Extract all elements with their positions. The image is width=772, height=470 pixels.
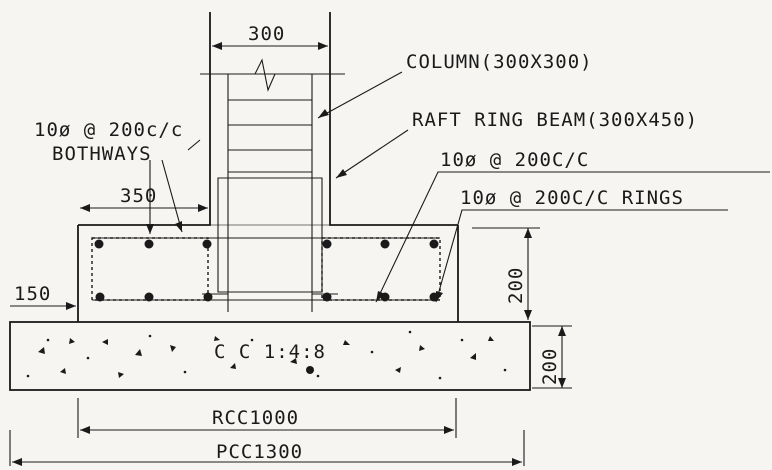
column-longitudinal-bars (227, 74, 313, 312)
leader-column (317, 71, 403, 119)
leader-ring-beam (335, 129, 409, 179)
pcc-mix-label: C C 1:4:8 (214, 341, 326, 363)
column-ties (228, 99, 312, 173)
pcc-bed (9, 321, 531, 391)
dim-150: 150 (14, 283, 51, 305)
dim-beam-depth: 200 (505, 267, 527, 304)
leader-arrow-rings (436, 291, 443, 302)
dim-pcc-depth: 200 (539, 348, 561, 385)
column-starter-stirrup (217, 177, 323, 293)
column-outline (209, 12, 331, 172)
leader-main-bars (375, 171, 770, 303)
dim-rcc-width: RCC1000 (212, 407, 299, 429)
label-rings: 10ø @ 200C/C RINGS (460, 187, 684, 209)
label-bothways: BOTHWAYS (52, 143, 152, 165)
leader-arrow-bothways (146, 221, 182, 234)
dim-350: 350 (120, 185, 157, 207)
dim-line-beam-depth (472, 227, 540, 320)
concrete-aggregate-marks (26, 330, 507, 380)
leader-arrow-main-bars (376, 291, 385, 302)
label-column: COLUMN(300X300) (406, 51, 593, 73)
dim-column-width: 300 (248, 23, 285, 45)
leader-arrow-column (318, 109, 329, 118)
label-bothways-bars: 10ø @ 200c/c (34, 119, 183, 141)
dim-line-rcc-width (77, 398, 457, 438)
label-main-bars: 10ø @ 200C/C (440, 149, 589, 171)
ring-left (91, 237, 209, 301)
dim-line-pcc-depth (532, 325, 572, 389)
leader-bothways (149, 139, 201, 234)
leader-arrow-ring-beam (336, 169, 347, 178)
dim-line-pcc-width (9, 430, 525, 466)
dim-arrows-beam-depth (524, 228, 532, 320)
dim-arrow-150 (66, 302, 76, 310)
label-raft-ring-beam: RAFT RING BEAM(300X450) (412, 109, 698, 131)
leader-rings (435, 209, 728, 303)
column-break-symbol (205, 58, 340, 92)
dim-pcc-width: PCC1300 (216, 441, 303, 463)
